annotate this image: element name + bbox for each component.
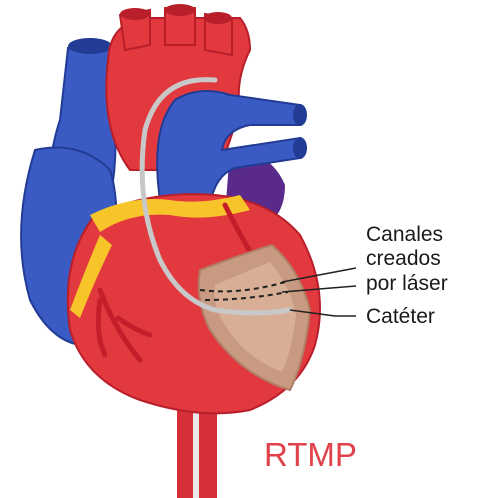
label-creados: creados (366, 247, 441, 270)
diagram-title: RTMP (264, 436, 357, 473)
label-cateter: Catéter (366, 305, 435, 328)
pulmonary-opening-lower (293, 137, 307, 159)
label-canales: Canales (366, 223, 443, 246)
label-por-laser: por láser (366, 272, 448, 295)
vena-cava-opening (68, 38, 112, 54)
pulmonary-opening-upper (293, 104, 307, 126)
